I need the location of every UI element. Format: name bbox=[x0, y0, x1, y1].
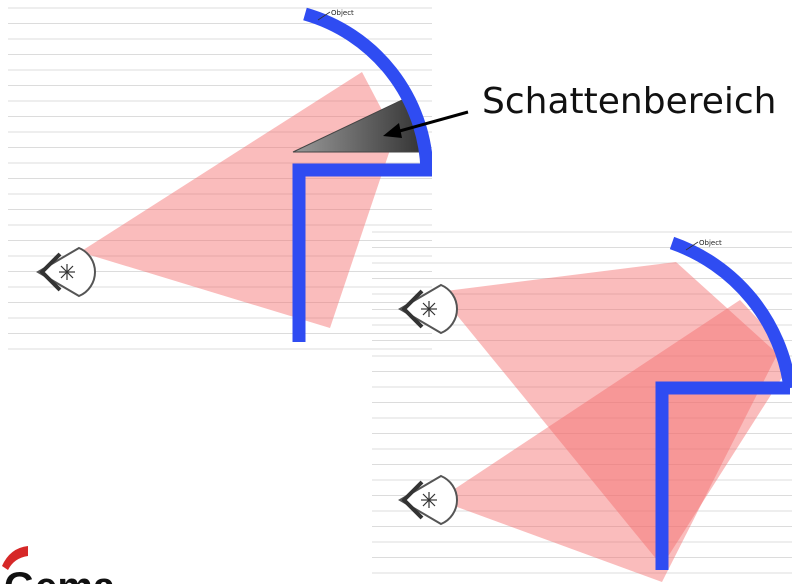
object-corner bbox=[292, 163, 432, 342]
arrow-head bbox=[383, 123, 402, 138]
laser-beam-lower bbox=[438, 300, 782, 582]
object-label: Object bbox=[699, 239, 722, 247]
laser-beam-upper bbox=[438, 262, 790, 566]
background-lines-1 bbox=[8, 7, 432, 350]
laser-scanner-icon bbox=[36, 246, 96, 298]
object-arc bbox=[303, 7, 432, 171]
background-lines-2 bbox=[372, 231, 792, 574]
laser-scanner-icon bbox=[398, 474, 458, 526]
laser-scanner-icon bbox=[398, 283, 458, 335]
logo-text: Gema bbox=[4, 565, 116, 584]
object-leader-line bbox=[317, 11, 331, 21]
diagram-2: Object bbox=[372, 231, 792, 582]
diagram-1: Object Schattenbereich bbox=[8, 7, 777, 350]
object-label: Object bbox=[331, 9, 354, 17]
object-leader-line bbox=[685, 241, 699, 251]
laser-beam bbox=[80, 72, 395, 328]
object-arc bbox=[669, 236, 792, 389]
logo-accent bbox=[2, 546, 28, 570]
shadow-area-label: Schattenbereich bbox=[482, 81, 777, 122]
object-corner bbox=[655, 381, 790, 570]
gema-logo: Gema bbox=[2, 546, 116, 584]
annotation-arrow bbox=[395, 110, 469, 134]
